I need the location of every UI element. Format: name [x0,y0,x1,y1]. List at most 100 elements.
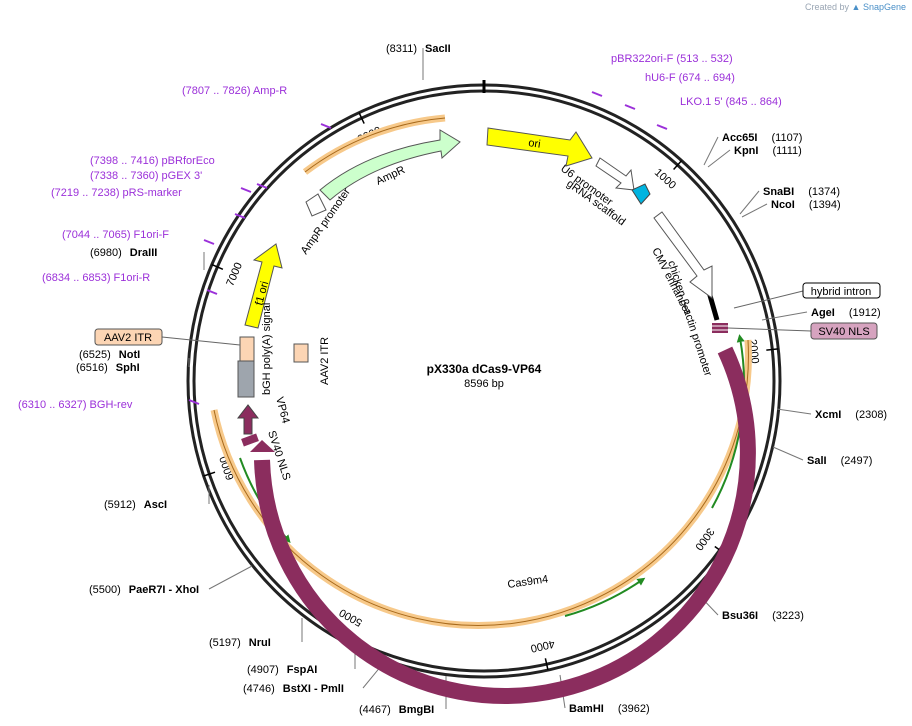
tick-mark [203,471,216,477]
primer-site-mark [624,104,636,110]
sv40-nls-callout: SV40 NLS [727,322,878,340]
site-kpni: KpnI(1111) [734,145,802,157]
site-leader-line [739,190,760,215]
site-snabi: SnaBI(1374) [763,186,840,198]
cas9m4-label: Cas9m4 [507,573,549,591]
sv40-nls-inner-feature [241,433,259,447]
primer-site-mark [206,289,218,295]
amp-orange-arc-center [304,117,446,173]
site-leader-line [761,311,808,321]
primer-site-mark [256,183,268,189]
f1-ori-arrow [244,243,283,329]
plasmid-title: pX330a dCas9-VP64 [427,362,542,376]
ampr-promoter-arrow [305,193,327,217]
vp64-arrow [236,404,260,435]
tick-label: 3000 [692,526,716,553]
sv40-nls-box-text: SV40 NLS [818,326,869,338]
sv40-nls-top-feature [712,323,728,333]
tick-mark [544,658,549,671]
site-bstxi: (4746)BstXI - PmlI [243,683,344,695]
site-sali: SalI(2497) [807,455,872,467]
site-noti: (6525)NotI [79,349,140,361]
primer-hu6f: hU6-F (674 .. 694) [645,72,735,84]
site-leader-line [776,408,812,415]
primer-site-mark [234,213,246,219]
aav2-itr-callout: AAV2 ITR [94,328,241,346]
site-leader-line [707,149,731,168]
cas9m4-arrowhead [250,440,275,452]
primer-ampr: (7807 .. 7826) Amp-R [182,85,287,97]
primer-site-mark [240,187,252,193]
site-sacii: (8311)SacII [386,43,451,55]
cas9m4-arc [254,346,756,704]
aav2-itr-box-text: AAV2 ITR [104,332,152,344]
aav2-itr-block [239,336,255,362]
site-leader-line [772,446,804,461]
tick-mark [766,348,779,351]
site-nrui: (5197)NruI [209,637,271,649]
site-bamhi: BamHI(3962) [569,703,650,715]
site-fspai: (4907)FspAI [247,664,317,676]
watermark-brand: SnapGene [862,2,906,12]
hybrid-intron-leader [733,290,804,309]
bgh-polya-block [237,360,255,398]
watermark-text: Created by [804,2,849,12]
site-leader-line [703,136,719,166]
grna-scaffold-arrow [631,183,651,205]
primer-prsmarker: (7219 .. 7238) pRS-marker [51,187,182,199]
primer-lko1: LKO.1 5' (845 .. 864) [680,96,782,108]
hybrid-intron-callout: hybrid intron [733,282,881,309]
aav2-itr-leader [161,336,241,346]
tick-mark [358,112,365,124]
site-paer7i: (5500)PaeR7I - XhoI [89,584,199,596]
hybrid-intron-text: hybrid intron [811,286,872,298]
site-draiii: (6980)DraIII [90,247,157,259]
tick-label: 1000 [652,167,678,192]
aav2-itr-box [94,328,163,346]
bgh-polya-label: bGH poly(A) signal [261,303,273,395]
snapgene-watermark: Created by ▲ SnapGene [805,2,906,12]
primer-pgex3: (7338 .. 7360) pGEX 3' [90,170,202,182]
vp64-label: VP64 [273,396,292,425]
primer-site-mark [591,91,603,97]
hybrid-intron-box [802,282,881,299]
ori-arrow [486,127,593,167]
green-arrow-bottom [564,577,646,617]
site-agei: AgeI(1912) [811,307,881,319]
tick-mark [673,160,683,171]
site-sphi: (6516)SphI [76,362,140,374]
primer-f1orir: (6834 .. 6853) F1ori-R [42,272,150,284]
primer-site-mark [188,399,200,405]
site-xcmi: XcmI(2308) [815,409,887,421]
ori-label: ori [528,137,542,151]
sv40-nls-box [810,322,878,340]
primer-pbrforeco: (7398 .. 7416) pBRforEco [90,155,215,167]
primer-f1orif: (7044 .. 7065) F1ori-F [62,229,169,241]
cas9-break-2 [452,603,456,620]
site-bmgbi: (4467)BmgBI [359,704,434,716]
u6-promoter-arrow [595,157,635,191]
tick-mark [211,263,224,270]
restriction-site-labels: (8311)SacII Acc65I(1107)KpnI(1111) SnaBI(1… [76,43,887,716]
primer-bghrev: (6310 .. 6327) BGH-rev [18,399,133,411]
site-leader-line [741,203,768,218]
chicken-actin-arrow [653,211,713,299]
sv40-nls-leader [727,327,812,332]
site-ncoi: NcoI(1394) [771,199,841,211]
primer-labels: pBR322ori-F (513 .. 532) hU6-F (674 .. 69… [18,53,782,411]
tick-label: 7000 [224,261,245,288]
aav2-itr-inner-label: AAV2 ITR [319,337,331,385]
ampr-arrow [319,129,461,201]
primer-site-mark [203,239,215,245]
primer-pbr322ori: pBR322ori-F (513 .. 532) [611,53,733,65]
cas9-break-1 [440,602,444,619]
aav2-itr-inner-block [293,343,309,363]
site-acc65i: Acc65I(1107) [722,132,802,144]
primer-site-mark [656,124,668,130]
snapgene-logo-icon: ▲ [851,2,861,12]
tick-label: 4000 [529,637,555,654]
primer-site-mark [320,123,332,129]
site-bsu36i: Bsu36I(3223) [722,610,804,622]
